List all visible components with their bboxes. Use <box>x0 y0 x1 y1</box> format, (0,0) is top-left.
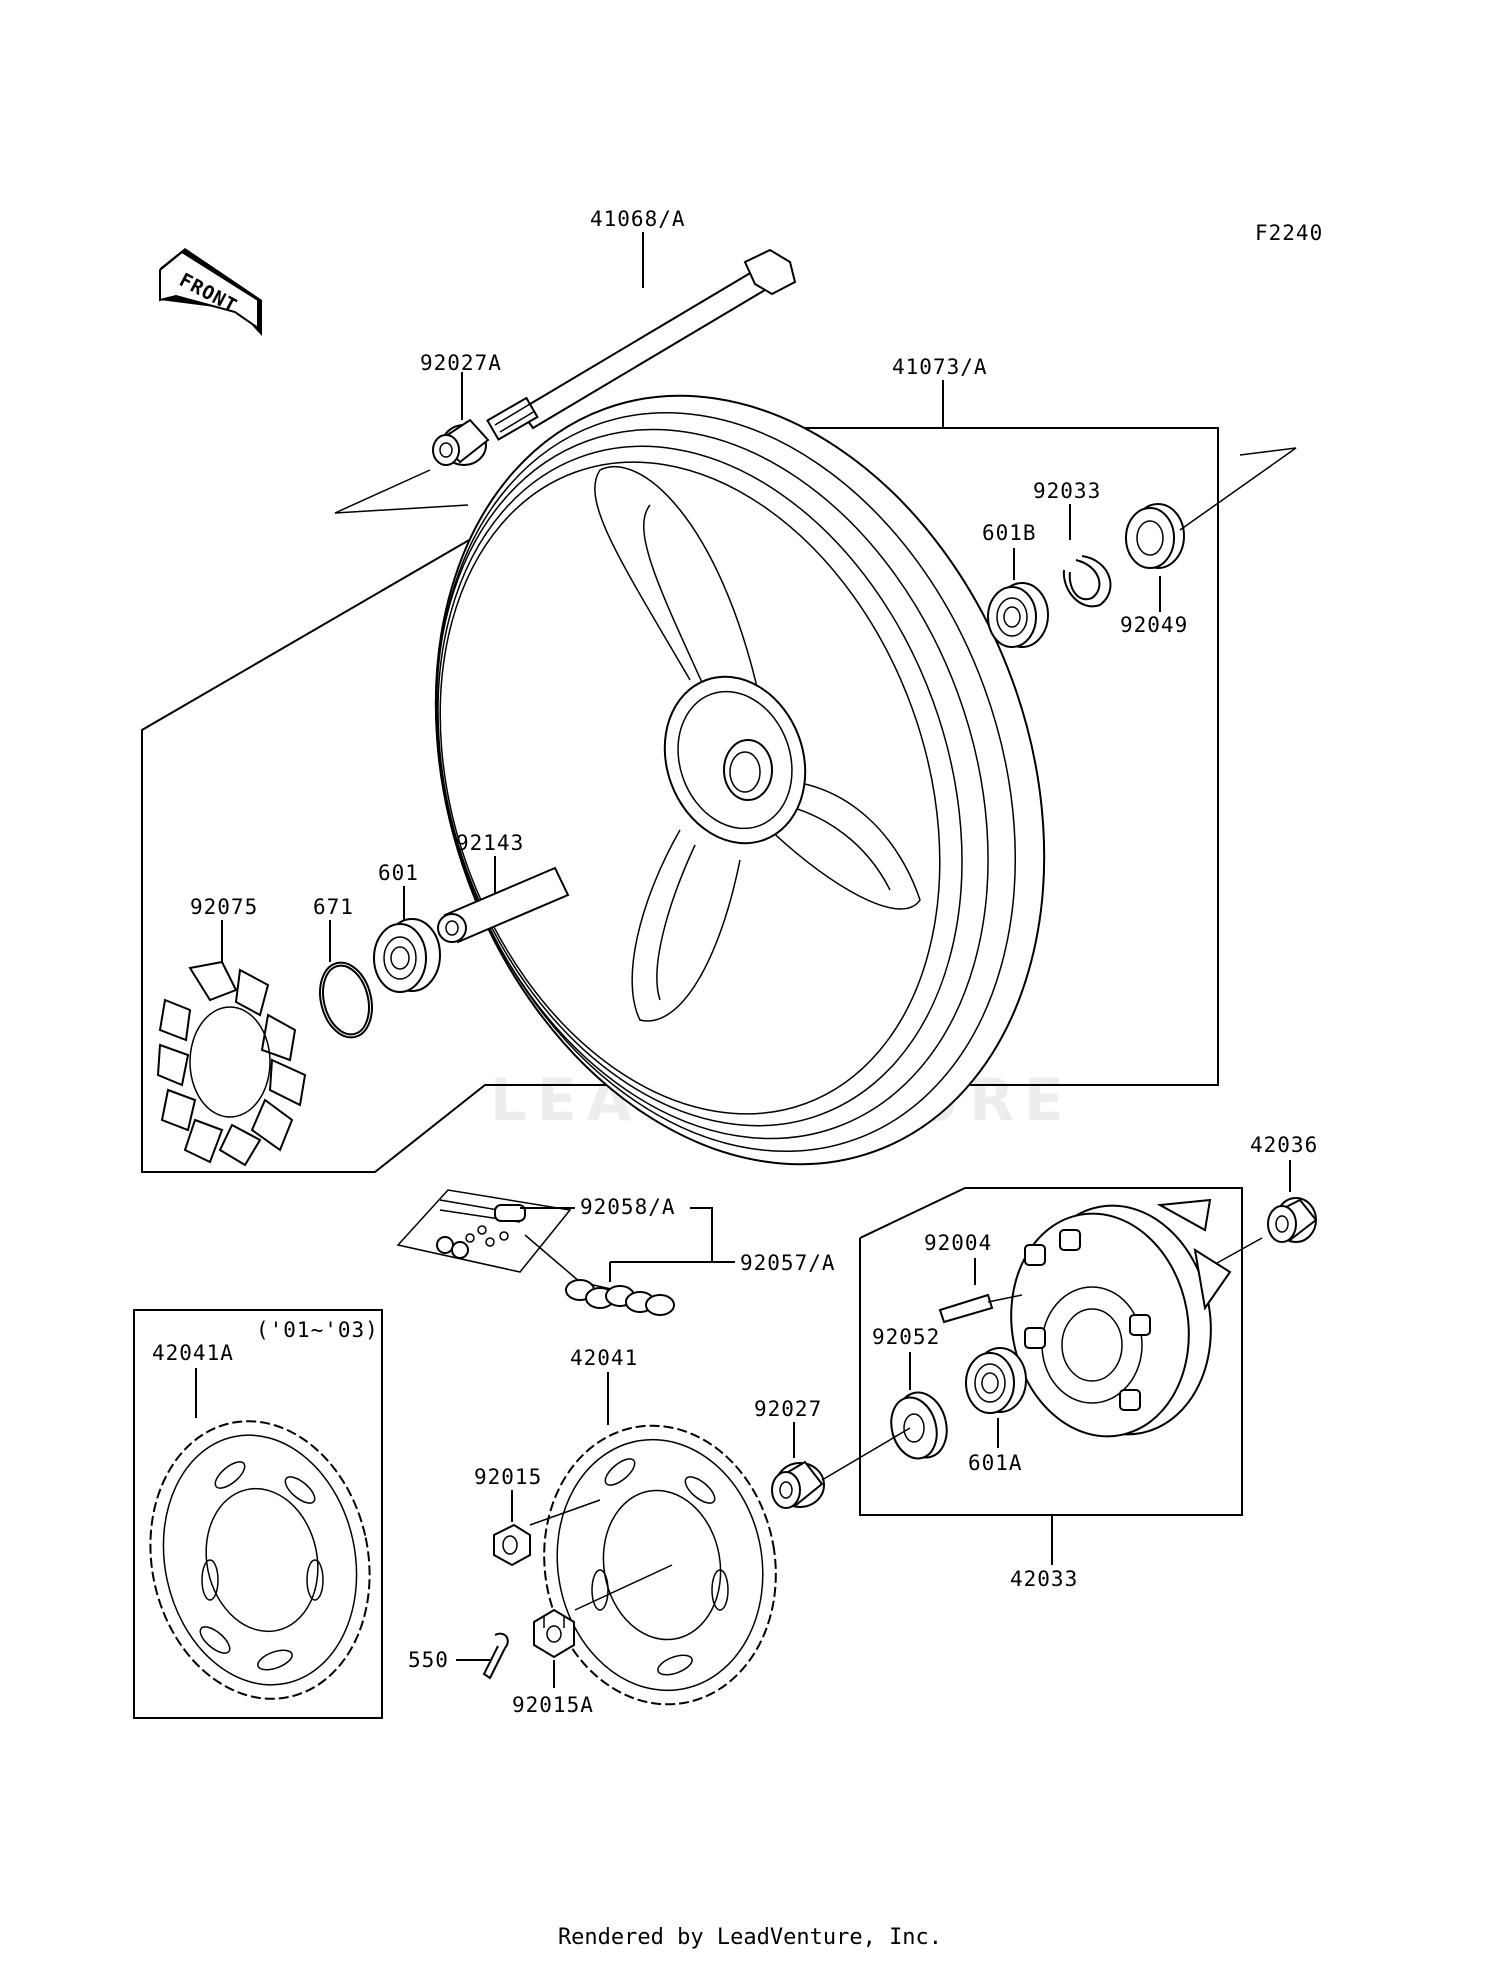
label-92027: 92027 <box>754 1397 822 1421</box>
cotter-pin-550-part <box>456 1632 509 1680</box>
label-92027A: 92027A <box>420 351 502 375</box>
sprocket-42041A-part <box>149 1420 371 1700</box>
label-42041: 42041 <box>570 1346 638 1370</box>
label-671: 671 <box>313 895 354 919</box>
label-550: 550 <box>408 1648 449 1672</box>
label-92052: 92052 <box>872 1325 940 1349</box>
label-601A: 601A <box>968 1451 1023 1475</box>
collar-92027A-part <box>334 372 490 514</box>
footer-credit: Rendered by LeadVenture, Inc. <box>557 1925 943 1950</box>
label-92057A: 92057/A <box>740 1251 836 1275</box>
nut-92015-part <box>493 1490 531 1567</box>
stud-92004-part <box>938 1258 1023 1324</box>
label-92015: 92015 <box>474 1465 542 1489</box>
bearing-601B-part <box>987 548 1049 648</box>
spacer-92143-part <box>437 856 570 944</box>
label-41073A: 41073/A <box>892 355 988 379</box>
label-92143: 92143 <box>456 831 524 855</box>
label-92033: 92033 <box>1033 479 1101 503</box>
label-92004: 92004 <box>924 1231 992 1255</box>
label-42033: 42033 <box>1010 1567 1078 1591</box>
diagram-code: F2240 <box>1255 221 1323 245</box>
label-41068A: 41068/A <box>590 207 686 231</box>
label-42036: 42036 <box>1250 1133 1318 1157</box>
nut-92015A-part <box>533 1608 575 1688</box>
coupling-42033-part <box>1010 1198 1232 1438</box>
label-42041A: 42041A <box>152 1341 234 1365</box>
wheel-group-box <box>141 427 1219 1173</box>
label-sprocket-note: ('01~'03) <box>256 1318 379 1342</box>
label-92075: 92075 <box>190 895 258 919</box>
label-601: 601 <box>378 861 419 885</box>
front-direction-arrow: FRONT <box>159 248 262 336</box>
collar-42036-part <box>1207 1160 1318 1269</box>
sprocket-42041-part <box>529 1424 777 1706</box>
wheel-rim-part <box>434 394 1046 1166</box>
chain-92057A-part <box>524 1234 675 1316</box>
label-92058A: 92058/A <box>580 1195 676 1219</box>
label-92015A: 92015A <box>512 1693 594 1717</box>
sprocket-42041A-box <box>133 1309 383 1719</box>
axle-part <box>486 232 797 441</box>
circlip-92033-part <box>1062 504 1112 608</box>
oring-671-part <box>319 920 373 1039</box>
coupling-group-box <box>859 1187 1243 1516</box>
bearing-601A-part <box>965 1347 1027 1448</box>
seal-92052-part <box>890 1352 948 1460</box>
label-92049: 92049 <box>1120 613 1188 637</box>
collar-92027-part <box>771 1422 911 1509</box>
damper-92075-part <box>156 920 307 1167</box>
chain-joint-part <box>396 1189 575 1273</box>
label-601B: 601B <box>982 521 1037 545</box>
bearing-601-part <box>373 886 441 993</box>
seal-92049-part <box>1125 447 1297 612</box>
